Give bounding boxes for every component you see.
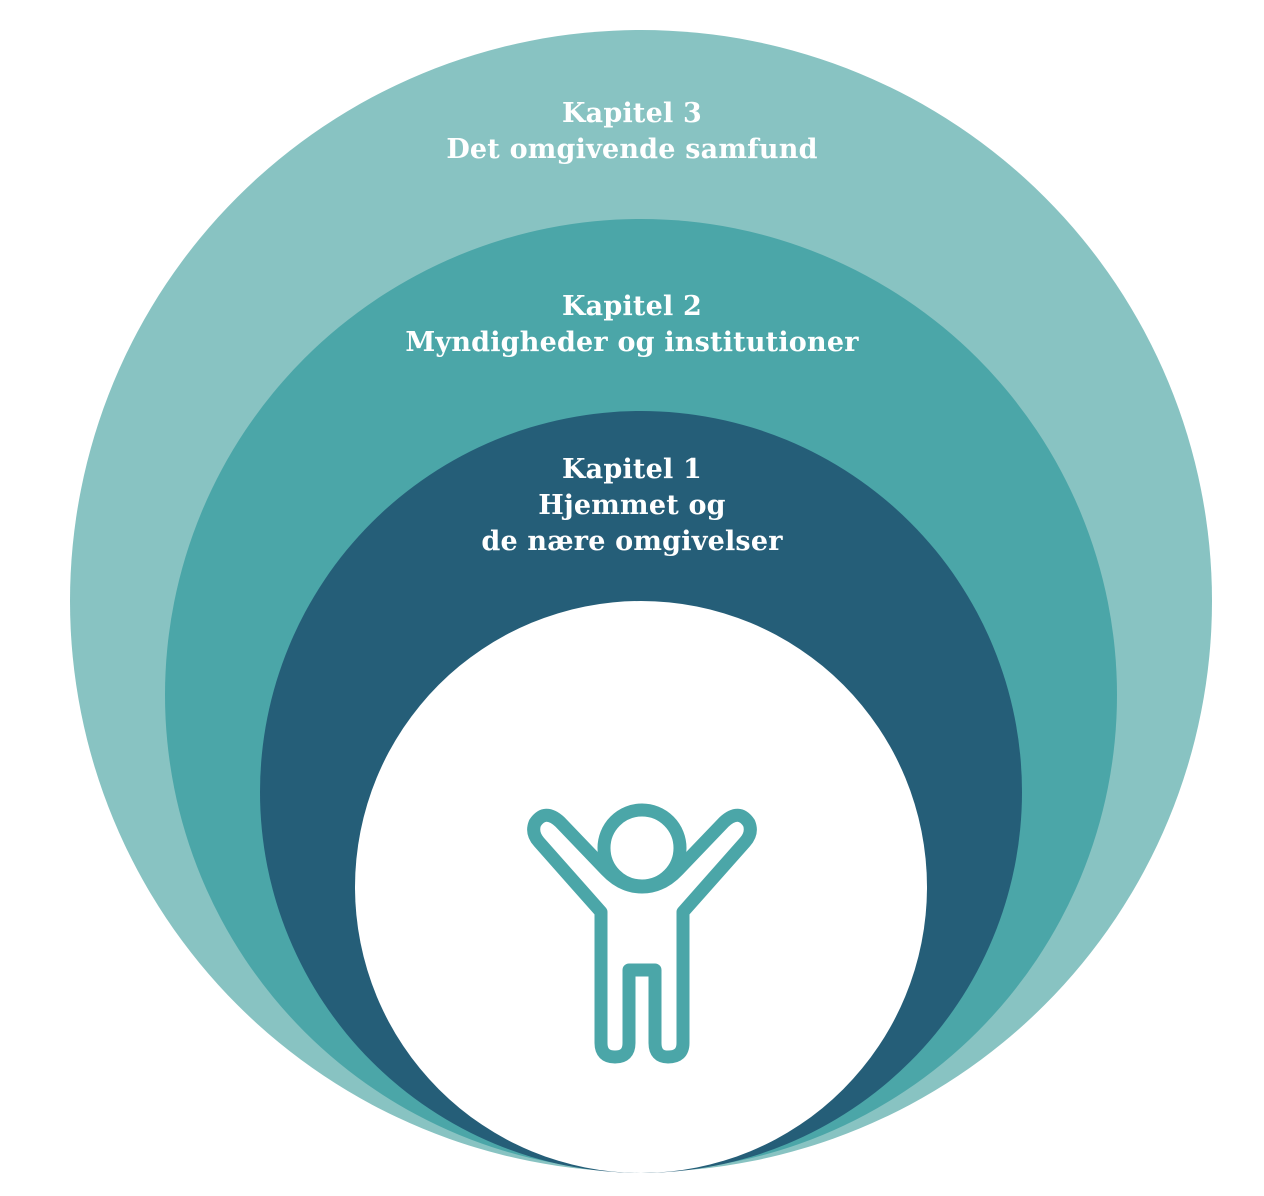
child-arms-raised-icon bbox=[527, 803, 757, 1064]
chapter-subtitle-line-2: de nære omgivelser bbox=[481, 526, 783, 557]
chapter-subtitle: Det omgivende samfund bbox=[446, 134, 818, 165]
chapter-title: Kapitel 2 bbox=[562, 291, 702, 322]
chapter-title: Kapitel 3 bbox=[562, 98, 702, 129]
chapter-title: Kapitel 1 bbox=[562, 454, 702, 485]
chapter-subtitle: Myndigheder og institutioner bbox=[405, 327, 859, 358]
ring-label-kapitel-2: Kapitel 2 Myndigheder og institutioner bbox=[0, 289, 1264, 361]
chapter-subtitle-line-1: Hjemmet og bbox=[538, 490, 726, 521]
ring-label-kapitel-1: Kapitel 1 Hjemmet og de nære omgivelser bbox=[0, 452, 1264, 560]
ring-label-kapitel-3: Kapitel 3 Det omgivende samfund bbox=[0, 96, 1264, 168]
